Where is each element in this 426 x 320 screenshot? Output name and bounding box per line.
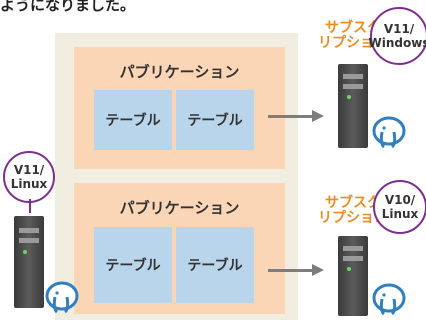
bubble-line-1: V11/ [383,22,415,36]
postgresql-elephant-icon [45,281,79,314]
bubble-line-2: Windows [368,36,426,50]
server-icon [338,236,368,316]
bubble-line-1: V11/ [13,163,45,177]
publication-title: パブリケーション [119,199,240,217]
server-icon [14,216,44,308]
bubble-tail [29,199,31,213]
subscription-version-bubble-1: V11/ Windows [368,7,426,65]
table-1: テーブル [94,227,172,303]
postgresql-elephant-icon [372,116,406,149]
subscription-version-bubble-2: V10/ Linux [373,180,426,234]
server-icon [338,64,368,148]
publication-2: パブリケーション テーブル テーブル [74,183,285,314]
table-1: テーブル [94,90,172,150]
publication-1: パブリケーション テーブル テーブル [74,47,285,169]
table-2: テーブル [176,227,254,303]
publication-title: パブリケーション [119,63,240,81]
intro-text: ようになりました。 [0,0,136,14]
bubble-line-2: Linux [10,177,48,191]
source-version-bubble: V11/ Linux [3,151,55,203]
bubble-line-2: Linux [381,207,419,221]
table-2: テーブル [176,90,254,150]
bubble-line-1: V10/ [384,193,416,207]
subscription-label-2: サブスク リプション [318,195,388,226]
arrow-head-icon [312,264,324,276]
arrow-head-icon [312,110,324,122]
postgresql-elephant-icon [372,283,406,316]
